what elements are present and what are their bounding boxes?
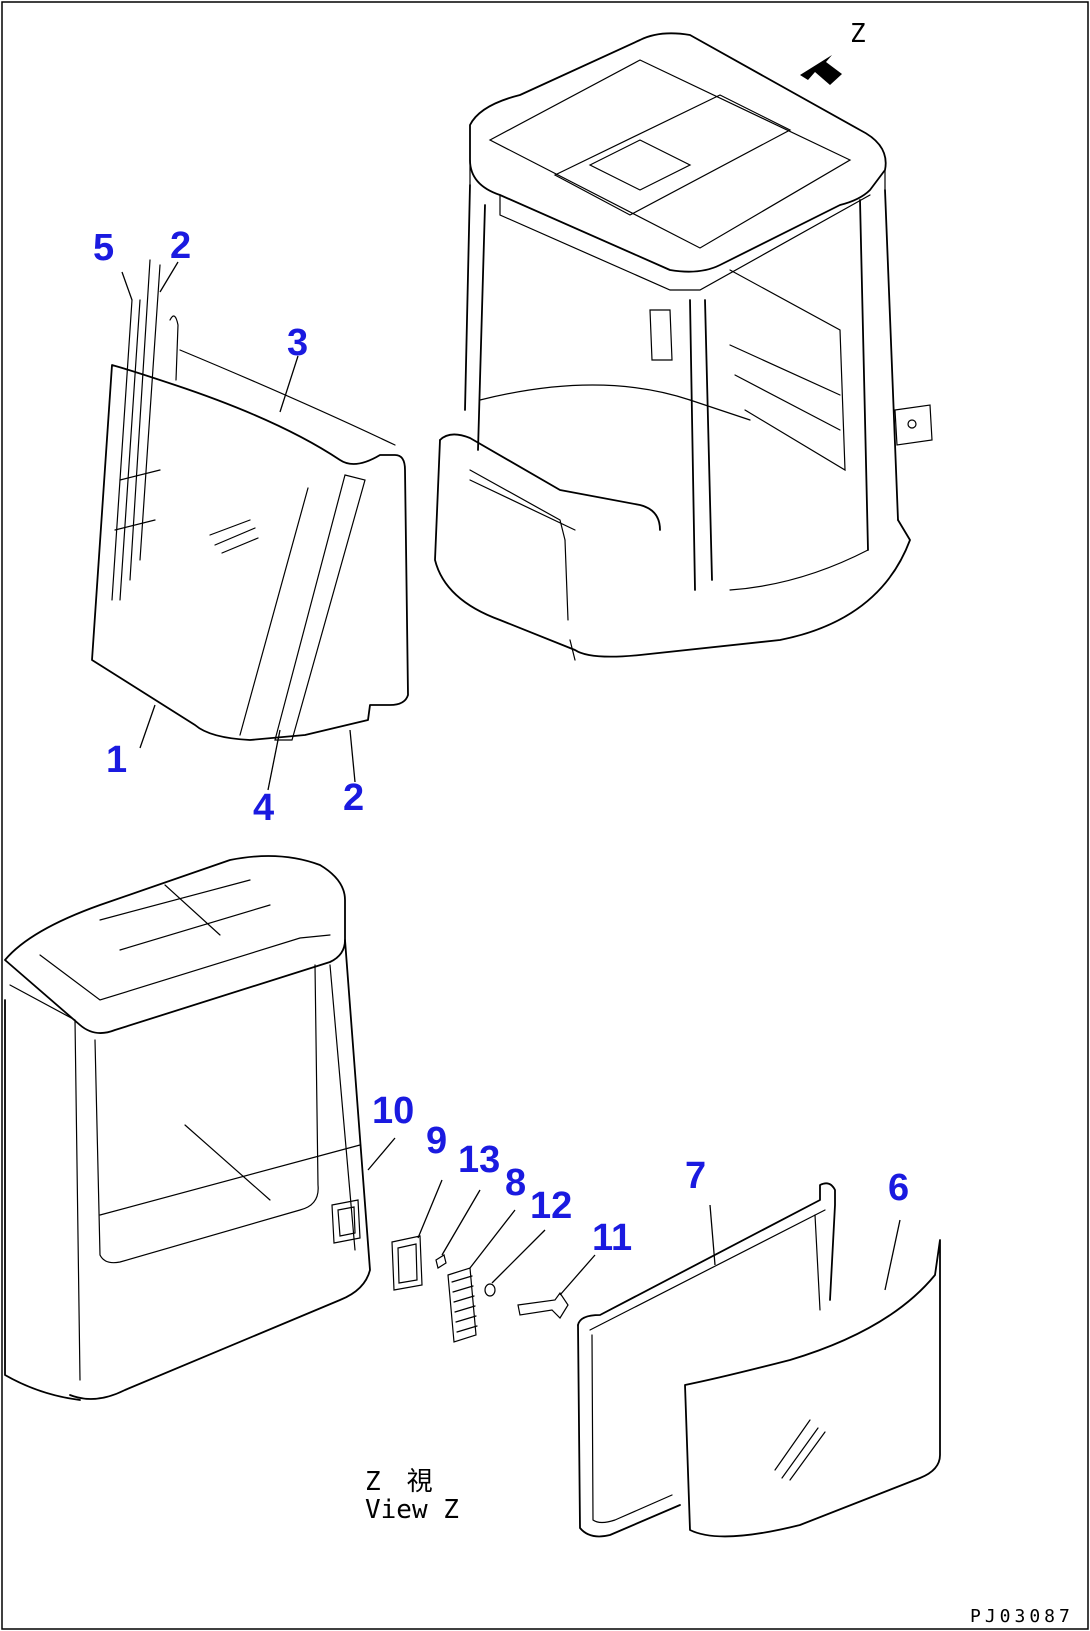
callout-8: 8: [505, 1162, 526, 1204]
callout-13: 13: [458, 1139, 500, 1181]
leader-lines: [121, 261, 901, 1296]
callouts: 5 2 3 1 4 2 10 9 13 8 12 11 7 6: [93, 225, 909, 1259]
drawing-reference: PJ03087: [970, 1606, 1074, 1627]
callout-12: 12: [530, 1185, 572, 1227]
callout-7: 7: [685, 1155, 706, 1197]
cab-assembly: [434, 32, 933, 661]
front-glass-assembly: [91, 259, 409, 741]
callout-5: 5: [93, 227, 114, 269]
cab-side-view: [4, 855, 371, 1401]
callout-6: 6: [888, 1167, 909, 1209]
door-frame: [577, 1182, 836, 1538]
view-arrow-icon: [800, 55, 842, 85]
callout-3: 3: [287, 322, 308, 364]
callout-1: 1: [106, 739, 127, 781]
view-label-jp: Z 視: [365, 1467, 433, 1497]
callout-11: 11: [592, 1217, 632, 1259]
view-marker: Z: [850, 19, 866, 49]
latch-parts: [391, 1235, 569, 1343]
callout-2-bottom: 2: [343, 777, 364, 819]
callout-10: 10: [372, 1090, 414, 1132]
callout-2-top: 2: [170, 225, 191, 267]
view-label-en: View Z: [365, 1495, 459, 1525]
door-glass: [684, 1239, 941, 1538]
callout-9: 9: [426, 1120, 447, 1162]
callout-4: 4: [253, 787, 274, 829]
